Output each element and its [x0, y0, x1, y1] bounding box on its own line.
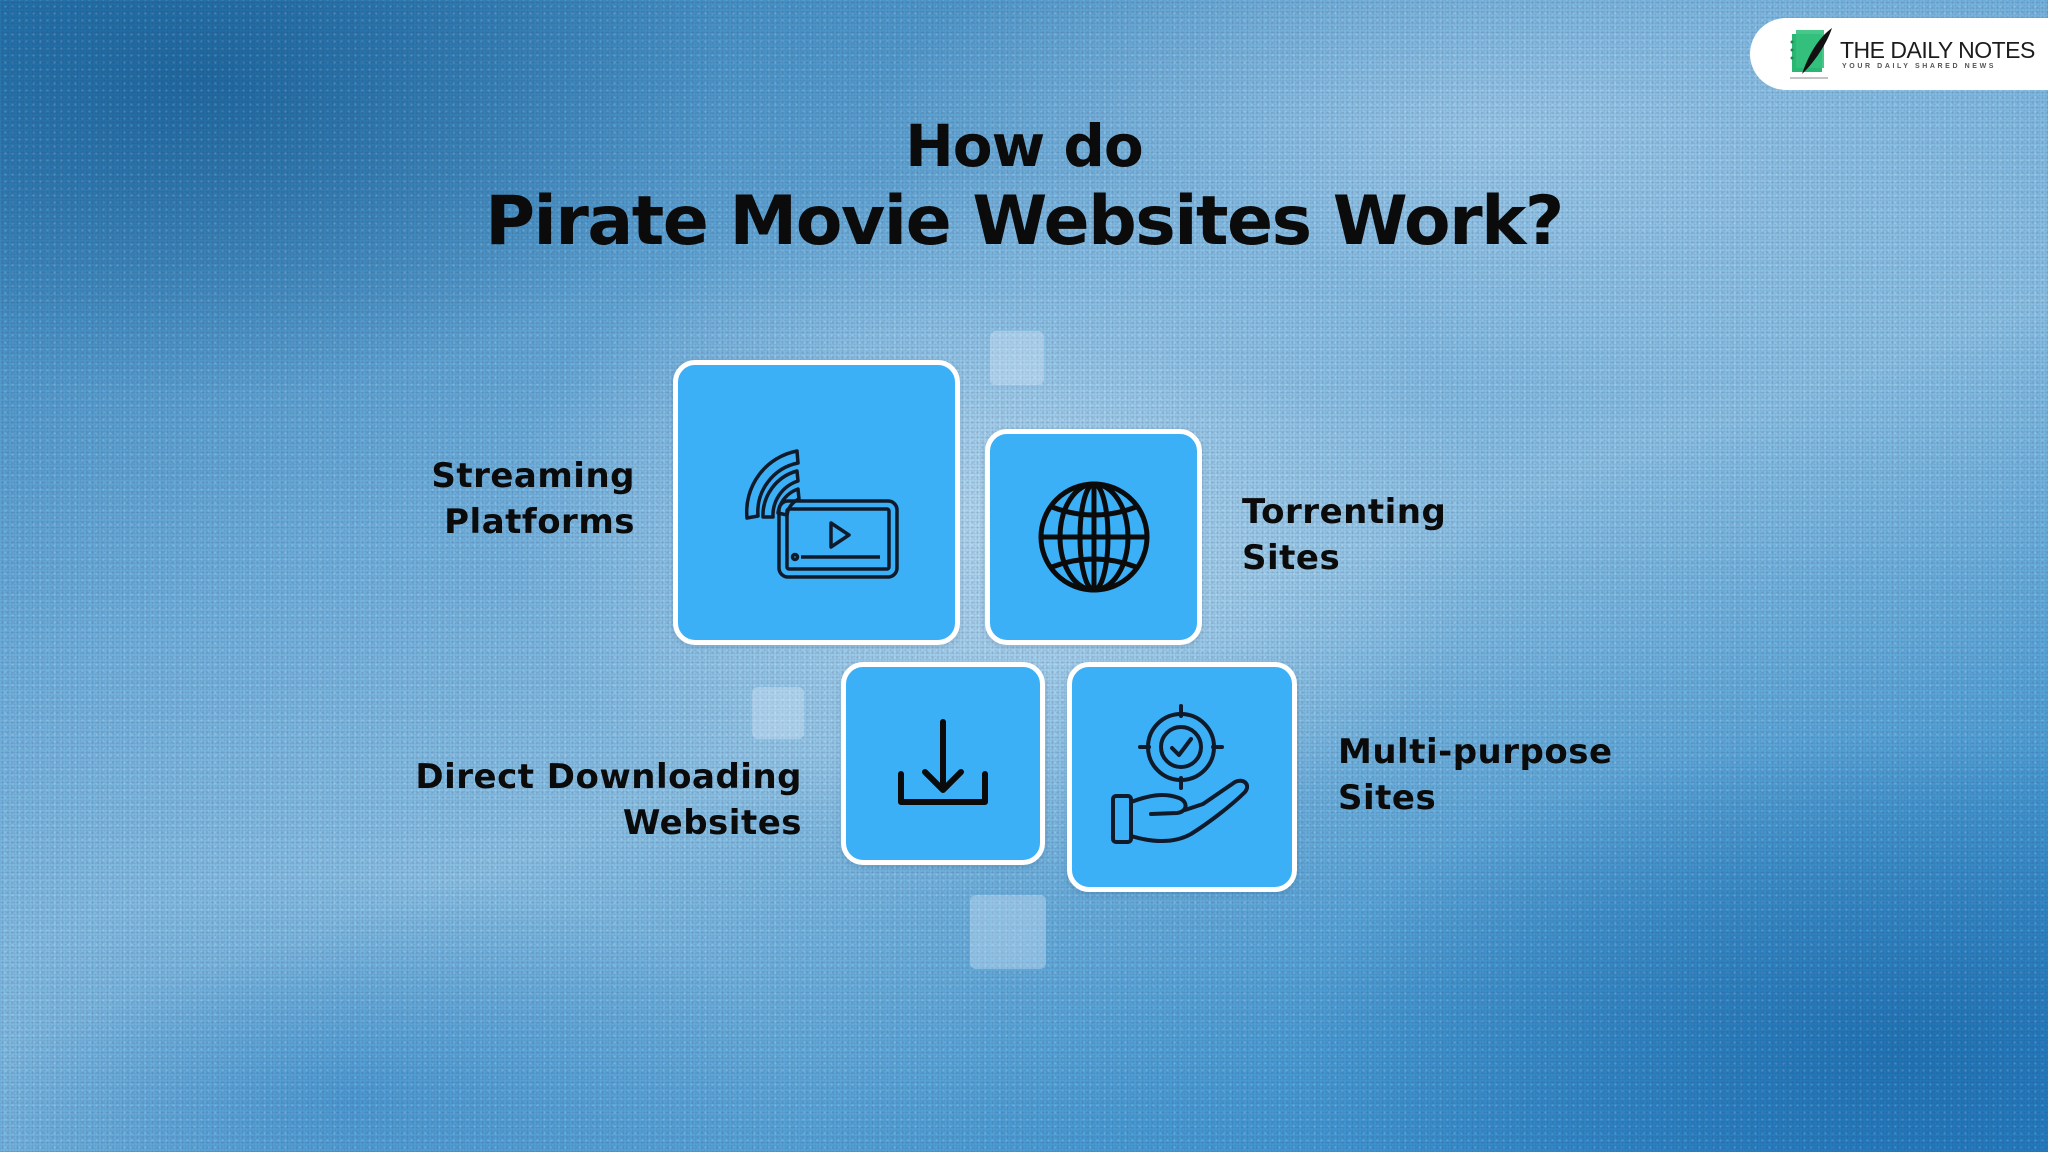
decorative-square [990, 331, 1044, 385]
notebook-quill-icon [1790, 28, 1832, 79]
label-multi-purpose-sites: Multi-purpose Sites [1338, 729, 1678, 821]
download-icon [898, 718, 988, 805]
streaming-platforms-card[interactable] [673, 360, 960, 645]
decorative-square [752, 687, 804, 739]
label-line: Multi-purpose [1338, 732, 1613, 772]
label-line: Streaming [431, 456, 635, 496]
label-torrenting-sites: Torrenting Sites [1242, 489, 1562, 581]
label-direct-downloading-websites: Direct Downloading Websites [380, 754, 802, 846]
hand-target-check-icon [1111, 704, 1250, 844]
page-title-line-1: How do [905, 112, 1144, 180]
logo-tagline: YOUR DAILY SHARED NEWS [1842, 62, 1997, 70]
logo-name: THE DAILY NOTES [1840, 36, 2035, 63]
torrenting-sites-card[interactable] [985, 429, 1202, 645]
brand-logo[interactable]: THE DAILY NOTES YOUR DAILY SHARED NEWS [1750, 18, 2048, 90]
label-line: Direct Downloading [415, 757, 802, 797]
streaming-video-icon [744, 448, 899, 579]
direct-downloading-card[interactable] [841, 662, 1045, 865]
globe-icon [1038, 481, 1149, 593]
label-line: Platforms [444, 502, 635, 542]
label-line: Websites [622, 803, 802, 843]
multi-purpose-sites-card[interactable] [1067, 662, 1297, 892]
label-line: Sites [1242, 538, 1341, 578]
label-line: Sites [1338, 778, 1437, 818]
decorative-square [970, 895, 1046, 969]
label-streaming-platforms: Streaming Platforms [330, 453, 635, 545]
label-line: Torrenting [1242, 492, 1447, 532]
page-title-line-2: Pirate Movie Websites Work? [485, 182, 1564, 261]
